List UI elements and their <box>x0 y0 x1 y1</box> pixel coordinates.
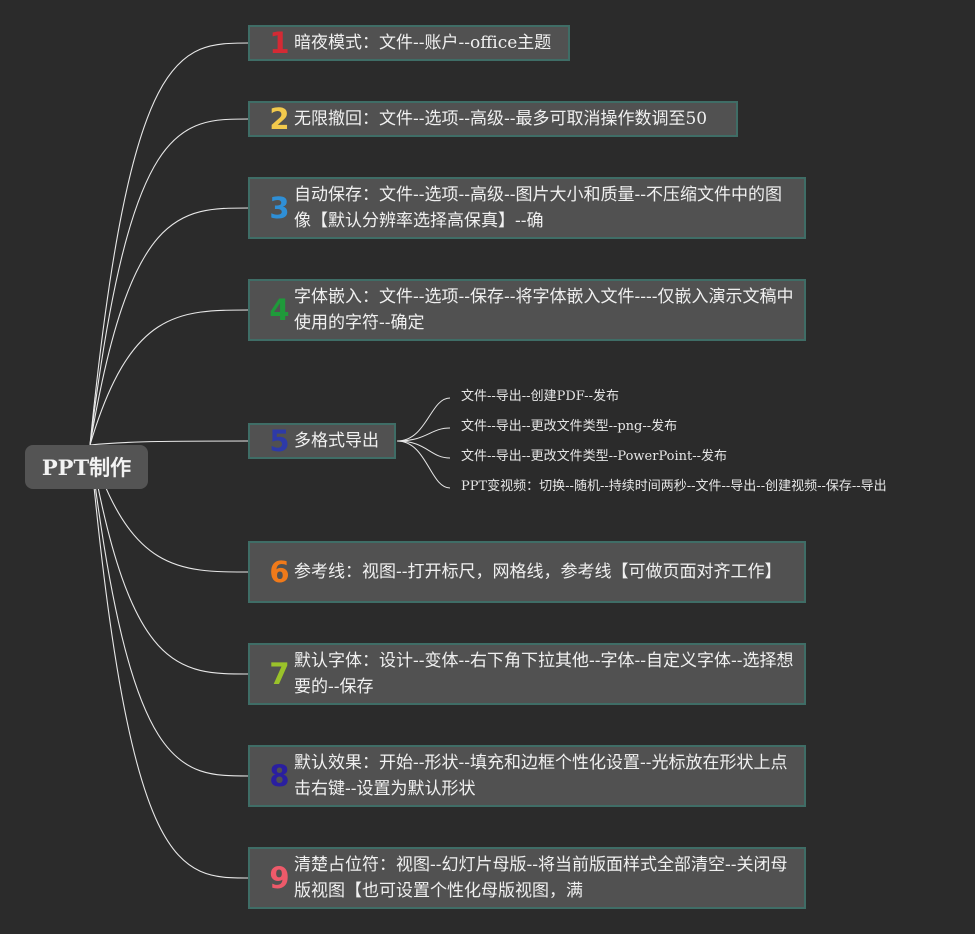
connector-line <box>89 444 250 675</box>
export-subtopic[interactable]: 文件--导出--更改文件类型--PowerPoint--发布 <box>461 449 728 464</box>
connector-line <box>89 42 250 446</box>
export-connector-line <box>396 440 451 489</box>
connector-line <box>89 207 250 446</box>
topic-text: 默认字体：设计--变体--右下角下拉其他--字体--自定义字体--选择想要的--… <box>294 651 794 697</box>
topic-number-badge: 2 <box>269 102 290 136</box>
connector-line <box>89 118 250 446</box>
topic-number-badge: 9 <box>269 861 290 895</box>
topic-text: 字体嵌入：文件--选项--保存--将字体嵌入文件----仅嵌入演示文稿中使用的字… <box>294 287 794 333</box>
topic-number-badge: 4 <box>269 293 290 327</box>
topic-text: 默认效果：开始--形状--填充和边框个性化设置--光标放在形状上点击右键--设置… <box>294 753 788 799</box>
connector-line <box>89 444 250 879</box>
topic-number-badge: 6 <box>269 555 290 589</box>
topic-number-badge: 3 <box>269 191 290 225</box>
export-subtopic[interactable]: 文件--导出--创建PDF--发布 <box>461 389 619 404</box>
topic-text: 自动保存：文件--选项--高级--图片大小和质量--不压缩文件中的图像【默认分辨… <box>294 185 782 231</box>
topic-number-badge: 1 <box>269 26 290 60</box>
topic-text: 无限撤回：文件--选项--高级--最多可取消操作数调至50 <box>294 109 708 129</box>
topic-number-badge: 7 <box>269 657 290 691</box>
topic-text: 暗夜模式：文件--账户--office主题 <box>294 33 552 53</box>
export-connector-line <box>396 440 451 459</box>
connector-line <box>89 440 250 446</box>
export-connector-line <box>396 427 451 442</box>
export-connector-line <box>396 397 451 442</box>
topic-number-badge: 8 <box>269 759 290 793</box>
topic-text: 清楚占位符：视图--幻灯片母版--将当前版面样式全部清空--关闭母版视图【也可设… <box>294 855 788 901</box>
topic-text: 多格式导出 <box>294 431 379 451</box>
topic-text: 参考线：视图--打开标尺，网格线，参考线【可做页面对齐工作】 <box>294 562 782 582</box>
topic-number-badge: 5 <box>269 424 290 458</box>
connector-line <box>89 309 250 446</box>
connector-line <box>89 444 250 777</box>
export-subtopic[interactable]: PPT变视频：切换--随机--持续时间两秒--文件--导出--创建视频--保存-… <box>461 479 887 494</box>
export-subtopic[interactable]: 文件--导出--更改文件类型--png--发布 <box>461 419 678 434</box>
root-node[interactable]: PPT制作 <box>25 445 148 489</box>
